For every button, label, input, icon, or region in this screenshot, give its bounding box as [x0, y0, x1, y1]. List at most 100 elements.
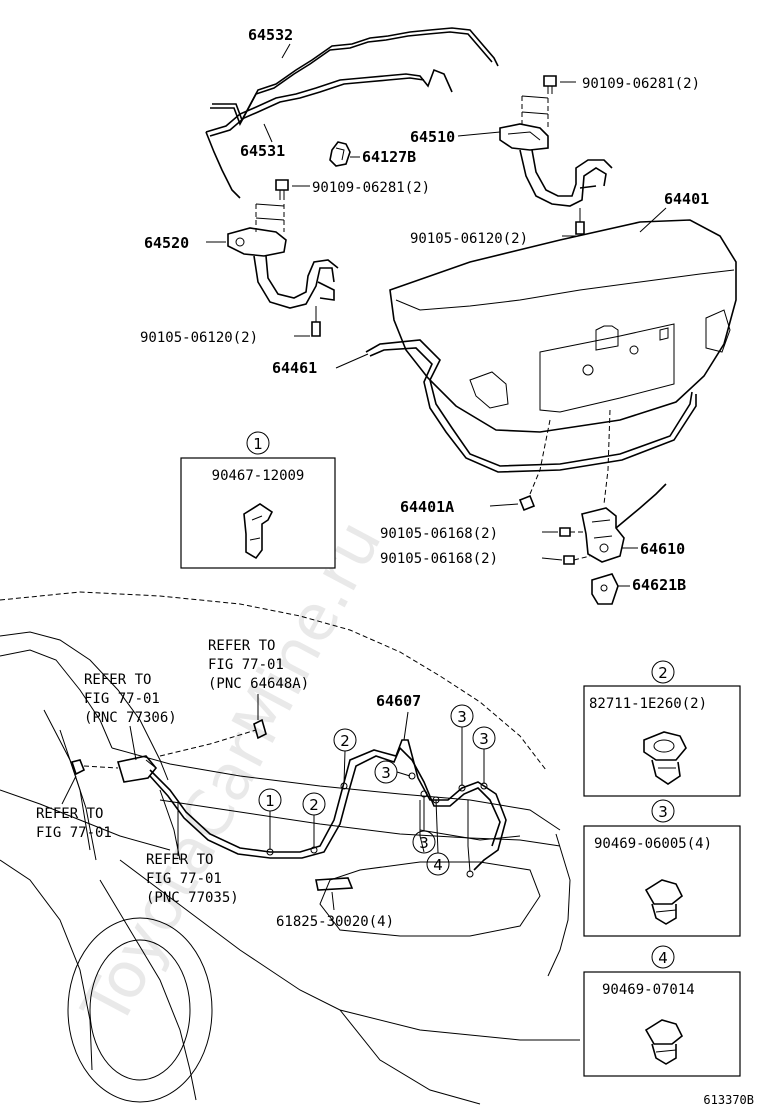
dash-lock [603, 409, 611, 505]
callout-3: 3 90469-06005(4) [583, 799, 741, 937]
bolt-90105-06120-right [575, 208, 585, 235]
bolt-90105-06168-a [559, 527, 586, 537]
switch-component [253, 718, 267, 740]
dash-64401a [529, 419, 551, 495]
label-90109-top: 90109-06281(2) [582, 76, 700, 92]
leader-64401 [639, 207, 667, 233]
leader-64510 [457, 131, 501, 137]
marker-4-num: 4 [433, 856, 443, 874]
dash-bracket [83, 765, 119, 769]
marker-4: 4 [426, 796, 450, 876]
refer-to-fig-b: REFER TO FIG 77-01 (PNC 77306) [84, 672, 177, 761]
marker-2b-num: 2 [309, 796, 319, 814]
label-90105-06168-a: 90105-06168(2) [380, 526, 498, 542]
roof-dashline [0, 591, 547, 771]
marker-2a-num: 2 [340, 732, 350, 750]
watermark: ToyotaCarMine.ru [68, 509, 396, 1038]
marker-3d: 3 [412, 790, 436, 854]
ref-a-line1: REFER TO [208, 638, 275, 654]
marker-3b: 3 [450, 704, 474, 792]
rear-lamp-connector [116, 755, 158, 783]
marker-3b-num: 3 [457, 708, 467, 726]
hinge-64520 [227, 227, 339, 309]
dash-64510-plane [521, 95, 549, 115]
marker-3a-num: 3 [381, 764, 391, 782]
label-64532: 64532 [248, 26, 293, 44]
marker-3c-num: 3 [479, 730, 489, 748]
leader-ref-c [61, 775, 77, 805]
ref-d-line2: FIG 77-01 [146, 871, 222, 887]
ref-b-line2: FIG 77-01 [84, 691, 160, 707]
label-64610: 64610 [640, 540, 685, 558]
callout-2: 2 82711-1E260(2) [583, 660, 741, 797]
label-64401a: 64401A [400, 498, 454, 516]
torsion-bar-64531 [205, 68, 453, 199]
label-90105-06168-b: 90105-06168(2) [380, 551, 498, 567]
bolt-90105-06168-b [563, 555, 591, 565]
leader-64532 [281, 43, 291, 59]
marker-3c: 3 [472, 726, 496, 790]
ref-b-line1: REFER TO [84, 672, 151, 688]
leader-64401a [489, 503, 519, 507]
callout-1-number: 1 [253, 435, 263, 453]
callout-3-number: 3 [658, 803, 668, 821]
ref-b-line3: (PNC 77306) [84, 710, 177, 726]
stop-64401a [518, 494, 536, 512]
label-64401: 64401 [664, 190, 709, 208]
bolt-90105-06120-left [311, 306, 321, 337]
marker-2b: 2 [302, 792, 326, 854]
plate-61825-30020 [315, 877, 354, 891]
callout-3-part: 90469-06005(4) [594, 836, 712, 852]
label-90105-06120-left: 90105-06120(2) [140, 330, 258, 346]
clip-90467-12009-detail [249, 515, 263, 541]
leader-64531 [263, 123, 273, 143]
marker-3d-num: 3 [419, 834, 429, 852]
label-90105-06120-right: 90105-06120(2) [410, 231, 528, 247]
leader-ref-b [129, 725, 137, 761]
car-rear-body [0, 591, 580, 1105]
leader-61825-30020 [331, 891, 335, 911]
ref-a-line2: FIG 77-01 [208, 657, 284, 673]
callout-4: 4 90469-07014 [583, 945, 741, 1077]
callout-1: 1 90467-12009 [180, 431, 336, 569]
ref-a-line3: (PNC 64648A) [208, 676, 309, 692]
label-64531: 64531 [240, 142, 285, 160]
refer-to-fig-d: REFER TO FIG 77-01 (PNC 77035) [146, 800, 239, 906]
dash-64520-plane [255, 203, 285, 221]
hinge-64510 [499, 123, 613, 207]
bracket-component [70, 759, 86, 776]
ref-d-line3: (PNC 77035) [146, 890, 239, 906]
clip-64127b [329, 141, 351, 167]
trunk-lid-64401 [389, 219, 737, 433]
marker-2a: 2 [333, 728, 357, 790]
weatherstrip-64461 [365, 339, 697, 473]
callout-4-number: 4 [658, 949, 668, 967]
clip-90469-07014 [644, 1019, 684, 1065]
label-64520: 64520 [144, 234, 189, 252]
callout-2-part: 82711-1E260(2) [589, 696, 707, 712]
ref-c-line2: FIG 77-01 [36, 825, 112, 841]
clip-90467-12009 [243, 503, 274, 560]
label-61825-30020: 61825-30020(4) [276, 914, 394, 930]
striker-64621b [591, 573, 619, 605]
dash-switch [159, 729, 257, 757]
bolt-90109-mid [275, 179, 289, 200]
label-64621b: 64621B [632, 576, 686, 594]
callout-2-number: 2 [658, 664, 668, 682]
bolt-90109-top [543, 75, 557, 94]
lock-64610 [581, 483, 667, 563]
leader-64461 [335, 353, 369, 369]
leader-64607 [403, 711, 409, 741]
callout-1-part: 90467-12009 [212, 468, 305, 484]
label-64607: 64607 [376, 692, 421, 710]
marker-3a: 3 [374, 760, 416, 784]
ref-d-line1: REFER TO [146, 852, 213, 868]
figure-code: 613370B [703, 1093, 754, 1107]
label-64127b: 64127B [362, 148, 416, 166]
torsion-bar-64532 [210, 27, 499, 126]
label-90109-mid: 90109-06281(2) [312, 180, 430, 196]
callout-4-part: 90469-07014 [602, 982, 695, 998]
clip-90469-06005 [644, 879, 684, 925]
ref-c-line1: REFER TO [36, 806, 103, 822]
